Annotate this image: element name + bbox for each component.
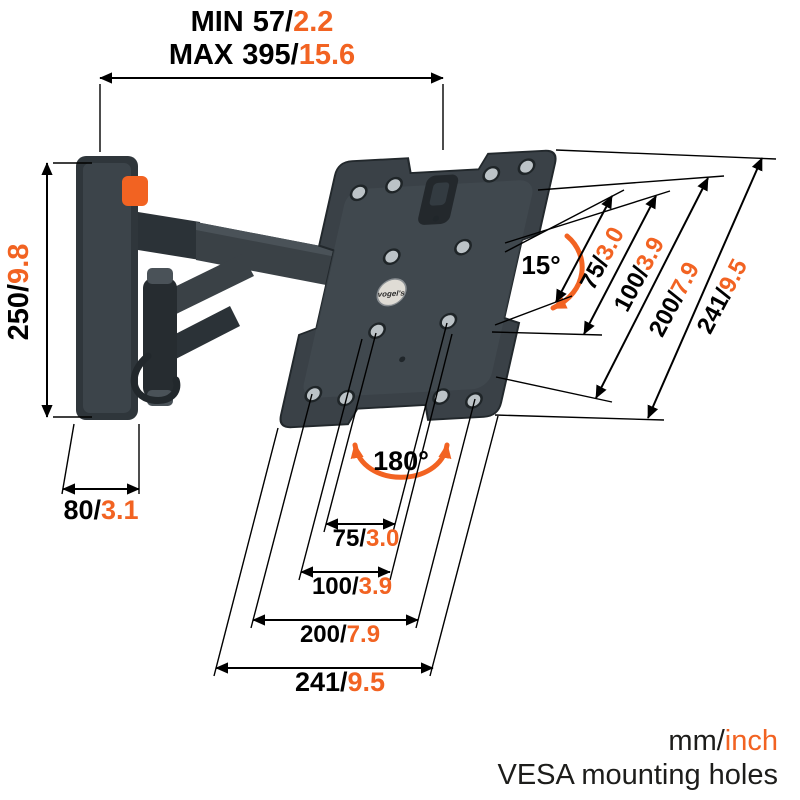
swivel-arc: [350, 442, 452, 480]
arm-link-upper: [156, 254, 254, 318]
top-hook-slot: [429, 182, 450, 206]
vesa-hole: [454, 238, 472, 256]
dim-depth-80: 80/3.1: [61, 423, 140, 525]
vesa-plate: vogel's: [279, 149, 557, 429]
ext-line: [495, 376, 613, 403]
dimension-label-200-bottom: 200/7.9: [300, 621, 380, 648]
dimension-label-75-bottom: 75/3.0: [333, 525, 400, 552]
ext-line: [323, 332, 377, 533]
cable-clip: [130, 352, 181, 404]
wall-plate: [76, 156, 148, 420]
hinge-pin-top: [147, 268, 173, 284]
dim-line-241-side: [647, 157, 763, 419]
vesa-hole: [439, 312, 458, 330]
arm-wall-bracket: [138, 212, 200, 260]
mounting-arm: [130, 212, 352, 406]
arm-hinge-column: [143, 278, 177, 398]
dims-right-side: 75/3.0 100/3.9 200/7.9 241/9.5: [491, 149, 777, 421]
ext-line: [61, 423, 75, 495]
dimension-label-depth: 80/3.1: [63, 495, 138, 525]
tilt-indicator: 15°: [521, 233, 585, 311]
ext-line: [392, 322, 448, 533]
ext-line: [537, 175, 725, 191]
ext-line: [555, 149, 777, 160]
vesa-hole: [482, 165, 501, 183]
vesa-note: VESA mounting holes: [497, 759, 778, 791]
ext-line: [494, 414, 665, 421]
screw-dot: [432, 215, 439, 222]
vesa-hole: [304, 385, 323, 403]
vesa-holes: [304, 158, 536, 409]
vesa-hole: [382, 248, 401, 265]
dimension-label-height: 250/9.8: [3, 244, 35, 341]
vesa-hole: [385, 176, 403, 194]
screw-dot: [399, 356, 406, 363]
ext-line: [250, 393, 313, 629]
arm-tube-highlight: [196, 222, 352, 260]
tilt-angle-label: 15°: [521, 250, 560, 280]
brand-badge: [376, 278, 407, 307]
dimension-label-241-bottom: 241/9.5: [295, 667, 385, 697]
swivel-indicator: 180°: [350, 442, 452, 480]
ext-line: [389, 333, 453, 581]
ext-line: [213, 427, 279, 677]
orange-locking-clip: [122, 176, 148, 206]
legend: mm/inch VESA mounting holes: [497, 725, 778, 791]
ext-line: [298, 338, 363, 581]
vesa-hole: [517, 158, 536, 176]
vesa-hole: [349, 184, 368, 202]
dims-bottom: 75/3.0 100/3.9 200/7.9 241/9.5: [213, 322, 499, 697]
units-legend: mm/inch: [668, 725, 778, 757]
ext-line: [415, 398, 476, 629]
arm-tube: [196, 222, 352, 290]
brand-badge-label: vogel's: [377, 289, 407, 299]
wall-plate-face: [83, 163, 131, 413]
dimension-label-100-bottom: 100/3.9: [312, 573, 392, 600]
dim-height-250: 250/9.8: [3, 162, 92, 418]
ext-line: [429, 415, 499, 677]
